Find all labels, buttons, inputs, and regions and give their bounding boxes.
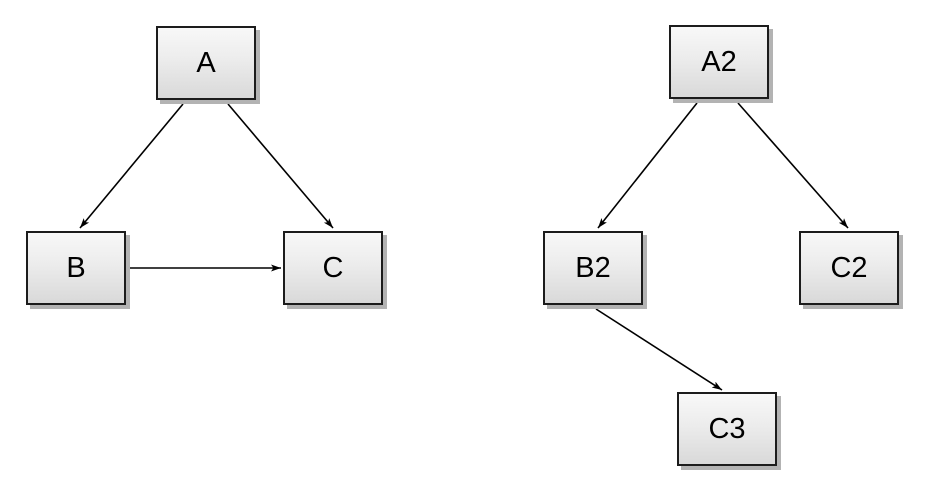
edge-A2-to-B2 (597, 102, 698, 229)
edge-A-to-C (227, 103, 334, 229)
node-C3[interactable]: C3 (677, 392, 777, 466)
node-A-label: A (196, 46, 216, 79)
node-C[interactable]: C (283, 231, 383, 305)
node-A[interactable]: A (156, 26, 256, 100)
node-B[interactable]: B (26, 231, 126, 305)
node-B-label: B (66, 251, 86, 284)
node-C2-label: C2 (830, 251, 868, 284)
node-C2[interactable]: C2 (799, 231, 899, 305)
node-C3-label: C3 (708, 412, 746, 445)
edge-A2-to-C2 (737, 102, 849, 229)
edge-B2-to-C3 (595, 308, 723, 391)
node-C-label: C (322, 251, 344, 284)
node-A2[interactable]: A2 (669, 25, 769, 99)
node-B2[interactable]: B2 (543, 231, 643, 305)
edge-A-to-B (79, 103, 184, 229)
node-A2-label: A2 (701, 45, 737, 78)
node-B2-label: B2 (575, 251, 611, 284)
